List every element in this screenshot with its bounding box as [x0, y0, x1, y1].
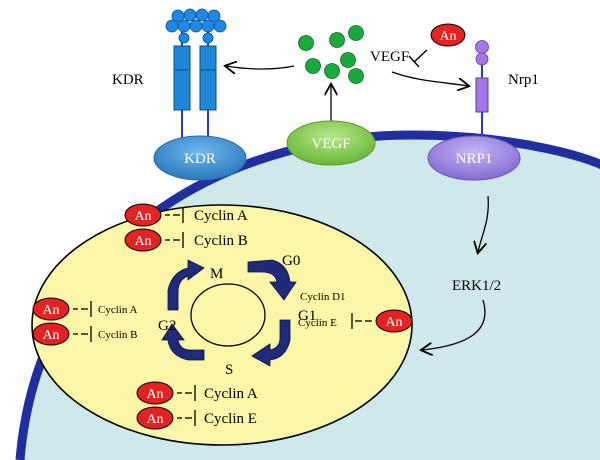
- arrow-erk-to-nucleus: [422, 299, 486, 350]
- phase-m: M: [210, 266, 223, 282]
- left-target-row-1: An Cyclin A: [32, 297, 137, 321]
- kdr-receptor-bar-left: [173, 45, 191, 111]
- an-inhibitor-label: An: [134, 209, 151, 224]
- nucleus: [31, 204, 413, 446]
- erk-label: ERK1/2: [452, 278, 501, 294]
- left-target-2-label: Cyclin B: [98, 329, 137, 341]
- nrp1-receptor: [475, 40, 489, 140]
- bottom-target-row-1: An Cyclin A: [136, 381, 258, 405]
- kdr-membrane-receptor: [153, 135, 247, 181]
- kdr-membrane-label: KDR: [184, 151, 216, 167]
- phase-g0: G0: [282, 253, 300, 269]
- phase-g1: G1: [298, 308, 316, 324]
- an-inhibitor-label: An: [42, 303, 59, 318]
- vegf-ligands: [298, 25, 364, 84]
- arrow-nrp1-to-erk: [478, 195, 489, 252]
- phase-g2: G2: [158, 318, 176, 334]
- top-target-row-1: An Cyclin A: [124, 203, 248, 227]
- top-target-1-label: Cyclin A: [194, 208, 248, 224]
- an-inhibitor-label: An: [146, 412, 163, 427]
- arrow-vegf-to-kdr: [226, 66, 295, 69]
- cell-cycle-ring: [190, 283, 266, 347]
- kdr-receptor: [165, 8, 227, 140]
- cell-cycle-arrows: [161, 259, 297, 367]
- cycle-arrow-bottom: [161, 323, 205, 361]
- an-inhibitor-label: An: [146, 387, 163, 402]
- bottom-target-2-label: Cyclin E: [204, 411, 257, 427]
- kdr-label: KDR: [112, 72, 144, 88]
- left-target-row-2: An Cyclin B: [32, 322, 137, 346]
- right-target-row-2: Cyclin E An: [298, 309, 413, 333]
- left-target-1-label: Cyclin A: [98, 304, 137, 316]
- cycle-arrow-top: [247, 259, 297, 301]
- phase-s: S: [225, 362, 233, 378]
- top-target-2-label: Cyclin B: [194, 233, 248, 249]
- bottom-target-row-2: An Cyclin E: [136, 406, 257, 430]
- an-inhibitor-label: An: [42, 328, 59, 343]
- top-target-row-2: An Cyclin B: [124, 228, 248, 252]
- kdr-ligand-cluster: [165, 8, 227, 44]
- bottom-target-1-label: Cyclin A: [204, 386, 258, 402]
- right-target-1-label: Cyclin D1: [300, 291, 346, 303]
- an-inhibitor-vegf: An: [408, 23, 466, 68]
- arrow-vegf-to-nrp1: [391, 71, 468, 86]
- nrp1-label: Nrp1: [508, 72, 539, 88]
- nrp1-membrane-label: NRP1: [456, 151, 493, 167]
- vegf-membrane-ligand: [286, 120, 376, 166]
- kdr-receptor-bar-right: [199, 45, 217, 111]
- an-inhibitor-label: An: [385, 315, 402, 330]
- an-inhibitor-label: An: [134, 234, 151, 249]
- vegf-top-label: VEGF: [370, 49, 409, 65]
- nrp1-membrane-receptor: [427, 135, 521, 181]
- an-inhibitor-vegf-label: An: [439, 29, 456, 44]
- cycle-arrow-right: [251, 319, 291, 367]
- vegf-membrane-label: VEGF: [311, 136, 350, 152]
- cycle-arrow-left: [167, 259, 205, 311]
- right-target-2-label: Cyclin E: [298, 317, 337, 329]
